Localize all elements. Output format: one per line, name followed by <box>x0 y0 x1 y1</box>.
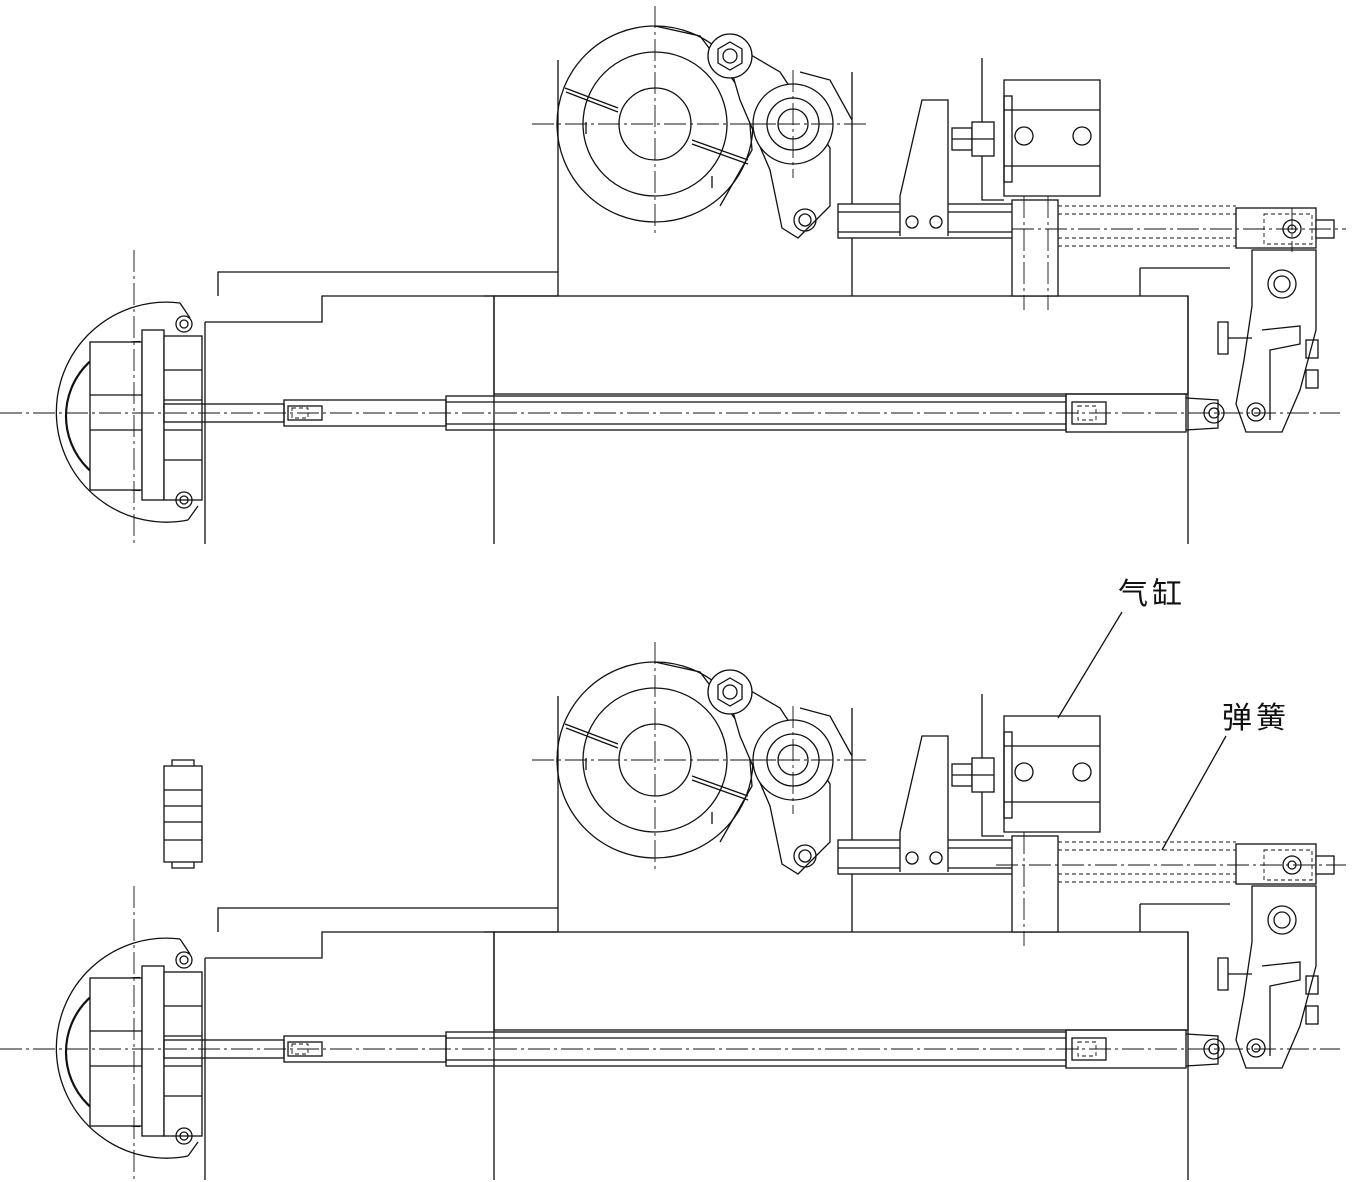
upper-pivot-centerline <box>745 70 870 178</box>
detached-roller-block <box>163 759 203 869</box>
lower-pivot-centerline <box>745 706 870 814</box>
cylinder-leader-line <box>1057 611 1123 719</box>
cylinder-label: 气缸 <box>1118 577 1186 612</box>
upper-assembly <box>55 24 1336 546</box>
upper-view <box>0 6 1346 546</box>
spring-callout: 弹簧 <box>1161 701 1290 851</box>
lower-assembly <box>55 660 1336 1182</box>
spring-label: 弹簧 <box>1222 701 1290 736</box>
cylinder-callout: 气缸 <box>1057 577 1186 719</box>
upper-post-centerline <box>1023 196 1049 310</box>
lower-view <box>0 642 1346 1182</box>
spring-leader-line <box>1161 735 1227 851</box>
